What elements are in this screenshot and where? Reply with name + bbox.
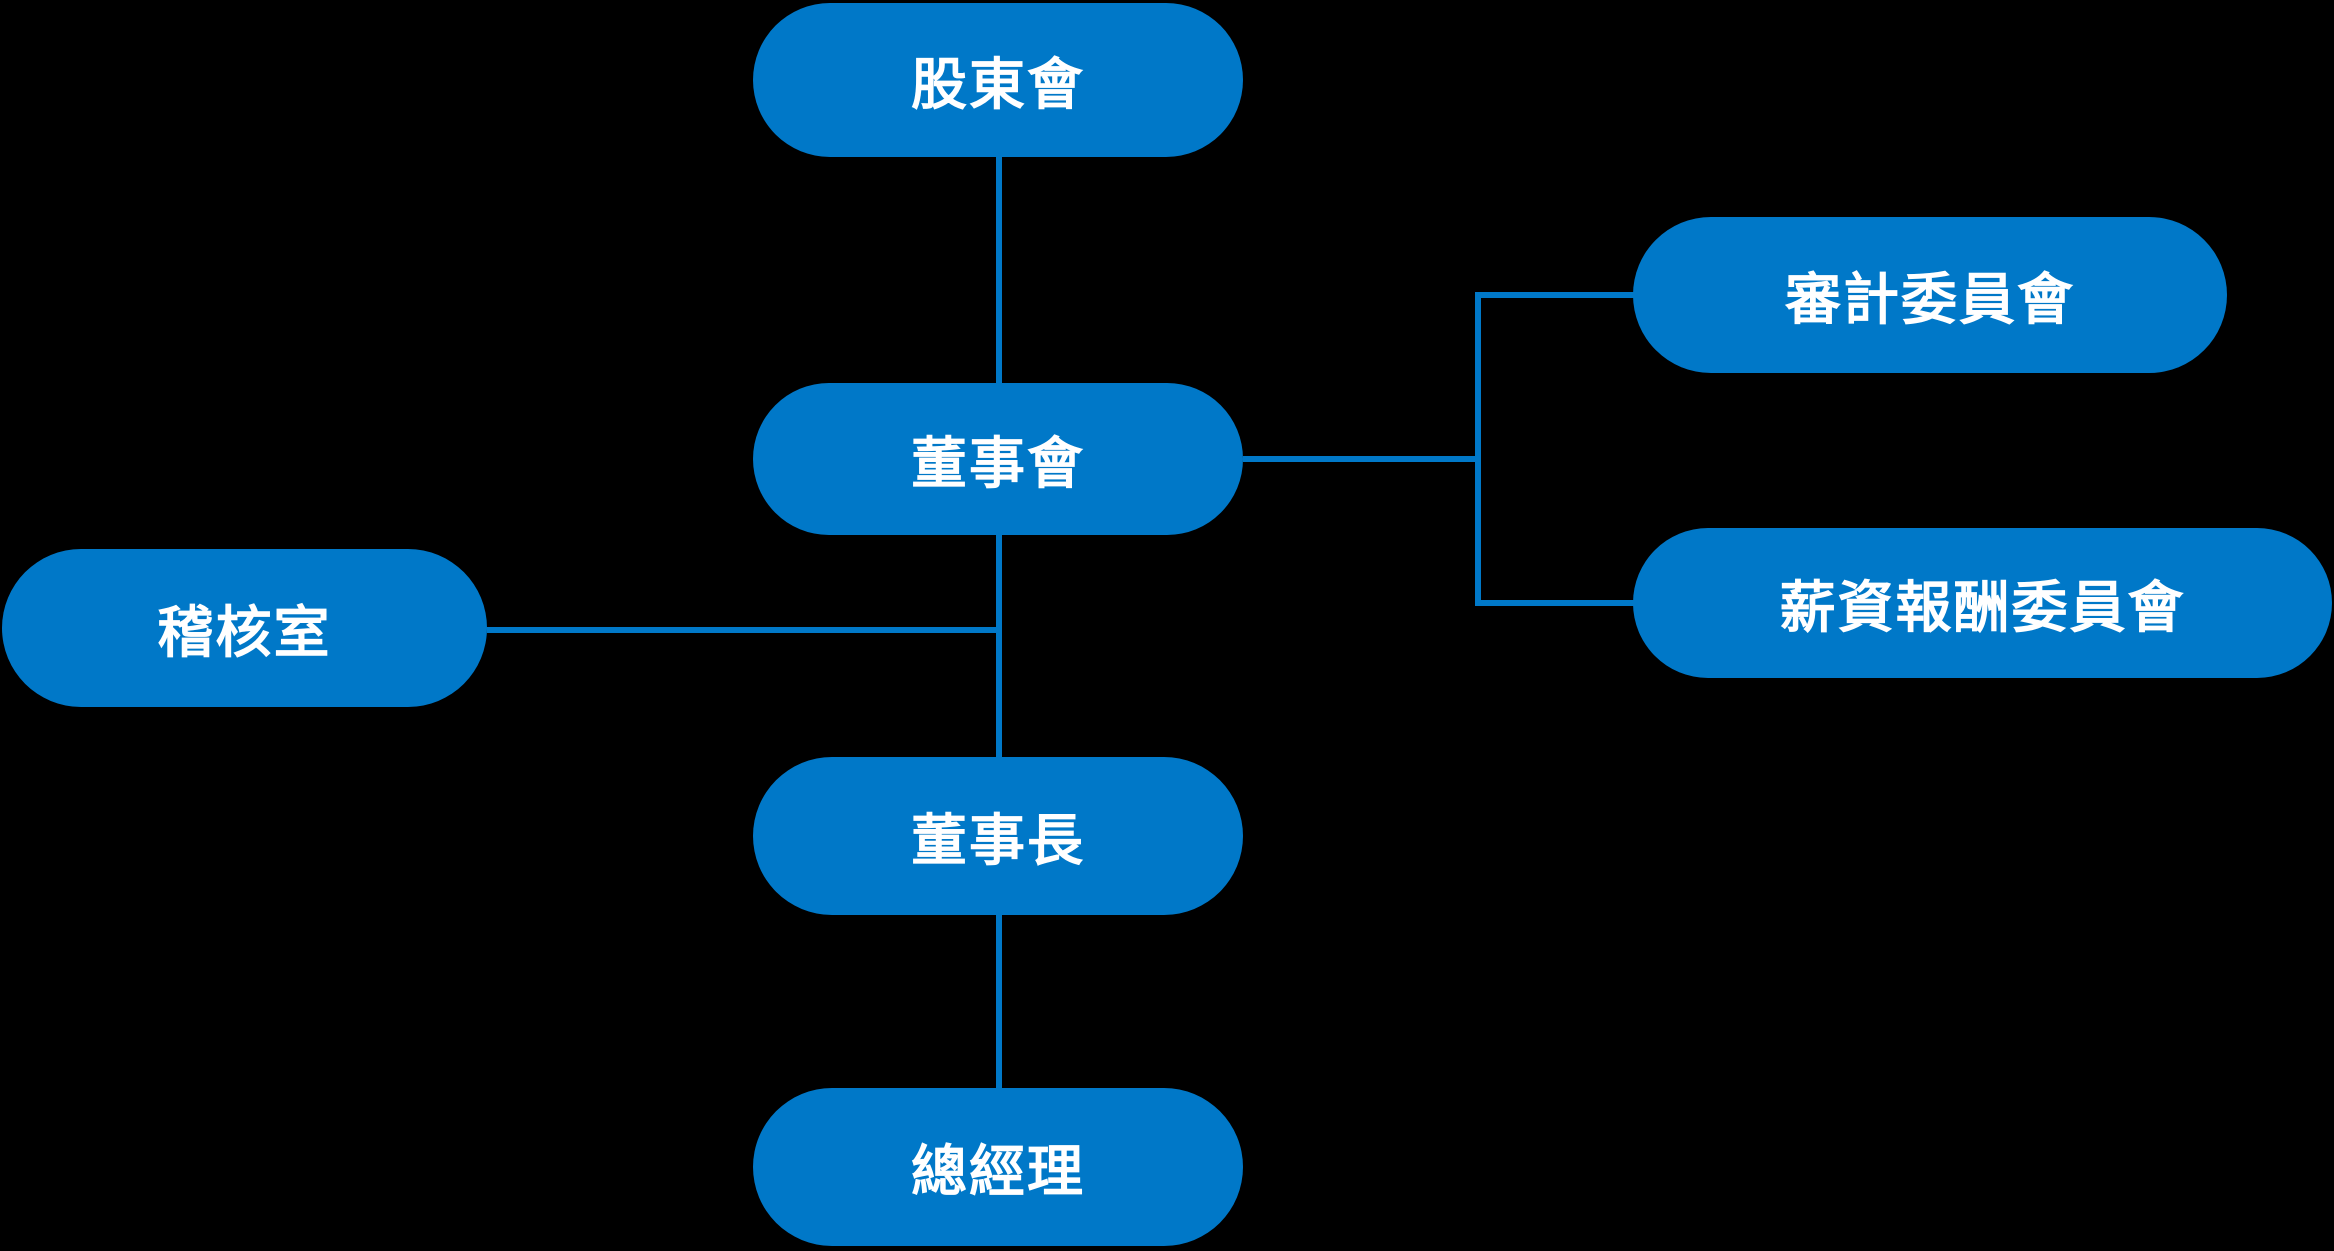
node-chairman: 董事長 — [753, 757, 1243, 915]
node-audit-office-label: 稽核室 — [157, 600, 332, 664]
node-general-manager-label: 總經理 — [911, 1139, 1085, 1203]
connector-board-to-committees — [1243, 456, 1481, 462]
node-chairman-label: 董事長 — [911, 808, 1085, 872]
node-shareholders-meeting: 股東會 — [753, 3, 1243, 157]
node-audit-office: 稽核室 — [2, 549, 487, 707]
node-remuneration-committee-label: 薪資報酬委員會 — [1779, 575, 2186, 639]
node-board-of-directors: 董事會 — [753, 383, 1243, 535]
node-audit-committee-label: 審計委員會 — [1785, 267, 2075, 331]
connector-to-audit-committee — [1475, 292, 1638, 298]
node-shareholders-meeting-label: 股東會 — [911, 52, 1085, 116]
node-general-manager: 總經理 — [753, 1088, 1243, 1246]
connector-board-to-audit-office — [487, 627, 1002, 633]
connector-committees-bracket — [1475, 292, 1481, 606]
node-audit-committee: 審計委員會 — [1633, 217, 2227, 373]
connector-shareholders-to-board — [996, 157, 1002, 383]
node-board-of-directors-label: 董事會 — [911, 431, 1085, 495]
node-remuneration-committee: 薪資報酬委員會 — [1633, 528, 2332, 678]
connector-board-to-chairman — [996, 535, 1002, 757]
connector-to-remuneration-committee — [1475, 600, 1638, 606]
connector-chairman-to-gm — [996, 915, 1002, 1088]
